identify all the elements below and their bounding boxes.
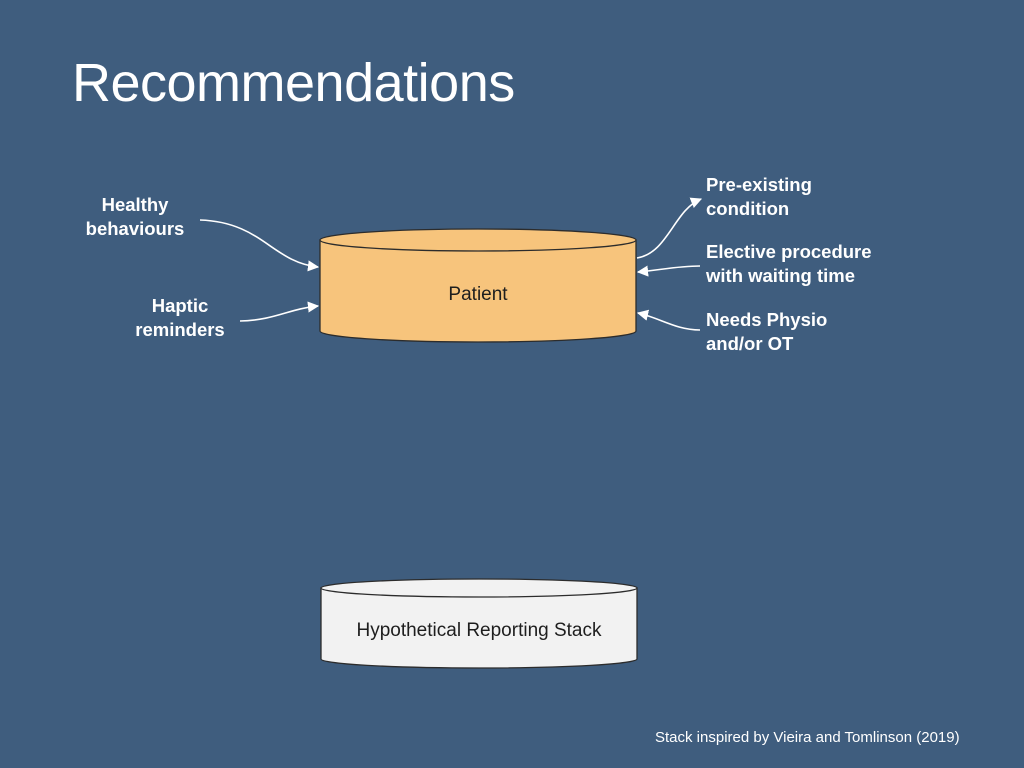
arrow-haptic-reminders: [239, 301, 320, 322]
label-healthy-behaviours: Healthy behaviours: [85, 194, 185, 239]
reporting-stack-label: Hypothetical Reporting Stack: [356, 620, 602, 641]
label-needs-physio: Needs Physio and/or OT: [706, 309, 828, 354]
arrow-elective-procedure: [636, 265, 701, 277]
label-elective-procedure: Elective procedure with waiting time: [706, 241, 872, 286]
patient-label: Patient: [448, 284, 508, 305]
label-pre-existing-condition: Pre-existing condition: [706, 174, 812, 219]
slide-title: Recommendations: [72, 53, 515, 113]
reporting-stack-cylinder: [320, 578, 638, 669]
patient-cylinder: [319, 228, 637, 343]
arrow-healthy-behaviours: [199, 219, 320, 272]
footnote-citation: Stack inspired by Vieira and Tomlinson (…: [655, 729, 960, 746]
label-haptic-reminders: Haptic reminders: [135, 295, 225, 340]
arrow-pre-existing-condition: [636, 197, 703, 259]
arrow-needs-physio: [636, 309, 701, 331]
